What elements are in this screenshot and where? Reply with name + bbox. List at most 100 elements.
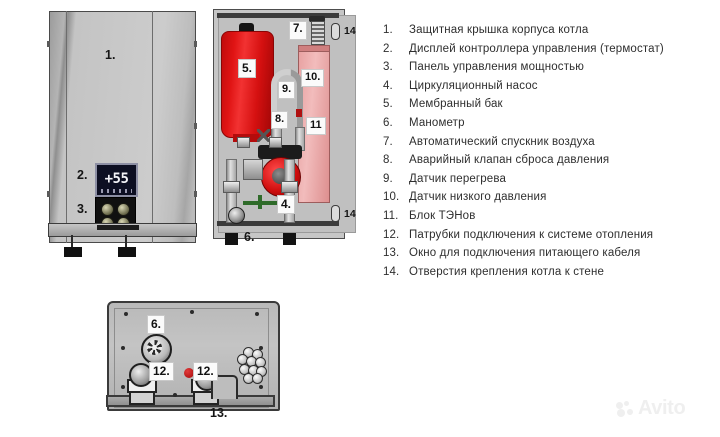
callout-8-relief-valve: 8. — [271, 111, 289, 129]
callout-2-display: 2. — [77, 168, 88, 182]
callout-12-port-right: 12. — [193, 362, 218, 381]
bottom-inner-outline — [114, 308, 269, 408]
front-cover-seam-left — [66, 11, 67, 243]
bottom-screw-tc — [190, 310, 194, 314]
front-pipe-left — [64, 247, 82, 257]
u-bend-pipe-shading — [290, 69, 303, 131]
front-base-plate — [48, 223, 197, 237]
legend-item: 6. Манометр — [383, 117, 713, 136]
legend-text: Циркуляционный насос — [409, 79, 538, 92]
cover-tab-right-lower — [194, 191, 197, 197]
cover-tab-right-mid — [194, 123, 197, 129]
legend-number: 13. — [383, 247, 400, 260]
cutaway-top-rail — [217, 13, 339, 18]
legend-number: 2. — [383, 42, 393, 55]
power-knob-1[interactable] — [101, 203, 114, 216]
automatic-air-vent — [311, 21, 325, 45]
callout-14-mount-top: 14 — [344, 25, 356, 37]
legend-number: 9. — [383, 172, 393, 185]
legend-number: 6. — [383, 116, 393, 129]
legend-number: 1. — [383, 24, 393, 36]
display-segment-ticks — [101, 189, 132, 193]
callout-14-mount-bottom: 14 — [344, 208, 356, 220]
front-cover-seam-right — [152, 11, 153, 243]
cutaway-pipe-right — [283, 233, 296, 245]
green-valve-stem — [258, 195, 262, 209]
callout-12-port-left: 12. — [149, 362, 174, 381]
cover-tab-right-upper — [194, 41, 197, 47]
callout-4-circulation-pump: 4. — [277, 195, 296, 214]
bottom-screw-bc — [173, 393, 177, 397]
avito-watermark-text: Avito — [638, 397, 686, 419]
cover-tab-left-upper — [47, 41, 50, 47]
cable-knockout-cluster — [235, 347, 267, 384]
cutaway-pipe-left — [225, 233, 238, 245]
bottom-screw-tl — [124, 312, 128, 316]
front-pipe-stem-left — [71, 235, 73, 249]
mounting-hole-bottom — [331, 205, 340, 222]
expansion-tank — [221, 31, 274, 138]
legend-number: 7. — [383, 135, 393, 148]
avito-watermark: Avito — [616, 397, 686, 420]
legend-text: Отверстия крепления котла к стене — [409, 265, 605, 278]
legend-number: 14. — [383, 265, 400, 278]
legend-item: 5. Мембранный бак — [383, 98, 713, 117]
legend-item: 13. Окно для подключения питающего кабел… — [383, 247, 713, 266]
avito-logo-icon — [616, 400, 634, 417]
legend-text: Манометр — [409, 116, 465, 129]
callout-13-cable-window: 13. — [210, 406, 228, 420]
boiler-bottom-view: 6. 12. 12. 13. — [106, 301, 280, 420]
knockout-10 — [252, 373, 263, 384]
legend-item: 1. Защитная крышка корпуса котла — [383, 24, 713, 43]
legend-item: 2. Дисплей контроллера управления (термо… — [383, 43, 713, 62]
legend-text: Окно для подключения питающего кабеля — [409, 247, 641, 260]
legend-number: 12. — [383, 228, 400, 241]
legend-item: 11. Блок ТЭНов — [383, 210, 713, 229]
sensor-indicator — [296, 109, 302, 117]
front-pipe-right — [118, 247, 136, 257]
front-pipe-stem-right — [125, 235, 127, 249]
legend-number: 3. — [383, 61, 393, 74]
legend-item: 3. Панель управления мощностью — [383, 61, 713, 80]
pump-side-fitting — [243, 159, 263, 180]
cutaway-bottom-rail — [217, 221, 339, 226]
legend-number: 4. — [383, 79, 393, 92]
bottom-screw-mr — [259, 346, 263, 350]
callout-7-air-vent: 7. — [289, 21, 307, 40]
legend-list: 1. Защитная крышка корпуса котла 2. Дисп… — [383, 24, 713, 284]
fitting-right — [281, 181, 298, 193]
callout-3-power-panel: 3. — [77, 202, 88, 216]
controller-display[interactable]: +55 — [95, 163, 138, 197]
legend-text: Аварийный клапан сброса давления — [409, 154, 610, 167]
front-base-slot — [97, 225, 139, 230]
bottom-red-indicator — [184, 368, 194, 378]
legend-number: 11. — [383, 209, 399, 222]
bottom-screw-br — [259, 385, 263, 389]
cutaway-manometer — [228, 207, 245, 224]
legend-item: 14. Отверстия крепления котла к стене — [383, 266, 713, 285]
legend-text: Патрубки подключения к системе отопления — [409, 228, 654, 241]
bottom-screw-bl — [121, 385, 125, 389]
fitting-upper-mid — [269, 137, 282, 148]
u-bend-pipe — [271, 69, 303, 131]
fitting-upper-left — [237, 137, 250, 148]
mounting-hole-top — [331, 23, 340, 40]
air-vent-top — [309, 16, 325, 22]
fitting-left — [223, 181, 240, 193]
legend-number: 10. — [383, 191, 400, 204]
pump-motor-housing — [258, 145, 302, 159]
cross-valve — [257, 129, 270, 142]
callout-10-low-pressure-sensor: 10. — [301, 69, 325, 87]
callout-5-expansion-tank: 5. — [238, 59, 257, 78]
boiler-cutaway-view: 5. 10. 11 7. 14 14 9. 8. 4. — [213, 9, 360, 245]
bottom-manometer-needle — [152, 345, 157, 350]
display-value: +55 — [104, 171, 129, 187]
boiler-front-view: 1. 2. +55 3. — [47, 11, 197, 257]
legend-text: Датчик перегрева — [409, 172, 507, 185]
callout-11-heater-block: 11 — [306, 117, 326, 135]
bottom-screw-tr — [255, 312, 259, 316]
legend-text: Автоматический спускник воздуха — [409, 135, 595, 148]
legend-item: 9. Датчик перегрева — [383, 173, 713, 192]
legend-item: 8. Аварийный клапан сброса давления — [383, 154, 713, 173]
power-knob-2[interactable] — [117, 203, 130, 216]
